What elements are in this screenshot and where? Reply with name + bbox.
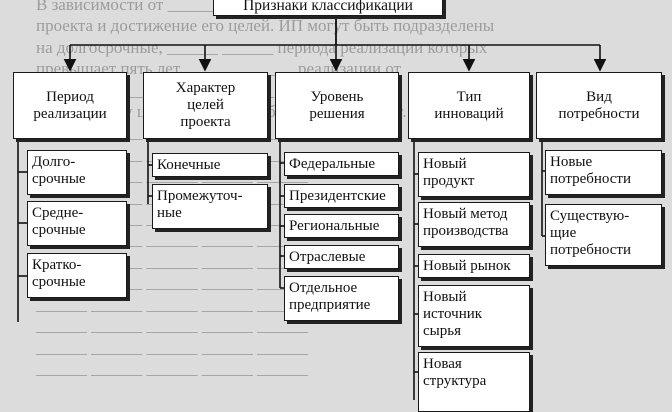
category-innovation: Тип инноваций	[408, 72, 530, 139]
level-industry-label: Отраслевые	[289, 249, 366, 265]
need-existing: Существую-щие потребности	[545, 204, 662, 266]
need-new: Новые потребности	[545, 150, 662, 195]
level-regional: Региональные	[284, 214, 399, 238]
level-enterprise: Отдельное предприятие	[284, 276, 399, 321]
level-presidential-label: Президентские	[289, 188, 386, 204]
innovation-new-method: Новый метод производства	[418, 202, 530, 247]
level-presidential: Президентские	[284, 184, 399, 208]
level-federal-label: Федеральные	[289, 156, 375, 172]
innovation-new-source: Новый источник сырья	[418, 285, 530, 347]
root-label: Признаки классификации	[243, 0, 413, 14]
category-innovation-label: Тип инноваций	[434, 88, 504, 122]
category-need-label: Вид потребности	[558, 88, 640, 122]
level-enterprise-label: Отдельное предприятие	[289, 280, 371, 313]
background-text-line: ______ ______ ______ ______ ______	[36, 294, 308, 314]
period-long-term: Долго-срочные	[27, 150, 127, 195]
period-mid-term-label: Средне-срочные	[32, 205, 86, 238]
category-need: Вид потребности	[536, 72, 662, 139]
period-short-term: Кратко-срочные	[27, 253, 127, 298]
goal-intermediate-label: Промежуточ-ные	[157, 188, 243, 221]
level-federal: Федеральные	[284, 152, 399, 176]
background-text-line: на долгосрочные, ______ ______ периода р…	[36, 37, 488, 57]
level-regional-label: Региональные	[289, 218, 380, 234]
category-goals-label: Характер целей проекта	[175, 80, 236, 130]
period-long-term-label: Долго-срочные	[32, 154, 86, 187]
root-box: Признаки классификации	[213, 0, 443, 16]
background-text-line: ______ ______ ______ ______ ______	[36, 358, 308, 378]
innovation-new-product: Новый продукт	[418, 152, 530, 197]
innovation-new-market: Новый рынок	[418, 254, 530, 278]
background-text-line: ______ ______ ______ ______ ______	[36, 316, 308, 336]
innovation-new-source-label: Новый источник сырья	[423, 289, 483, 339]
need-existing-label: Существую-щие потребности	[550, 208, 631, 258]
innovation-new-structure: Новая структура	[418, 352, 530, 412]
category-goals: Характер целей проекта	[143, 72, 268, 139]
goal-final: Конечные	[152, 153, 268, 177]
goal-final-label: Конечные	[157, 157, 221, 173]
category-level-label: Уровень решения	[309, 88, 365, 122]
period-mid-term: Средне-срочные	[27, 201, 127, 246]
period-short-term-label: Кратко-срочные	[32, 257, 86, 290]
level-industry: Отраслевые	[284, 245, 399, 269]
innovation-new-product-label: Новый продукт	[423, 156, 475, 189]
background-text-line: ______ ______ ______ ______ ______	[36, 337, 308, 357]
category-level: Уровень решения	[275, 72, 399, 139]
goal-intermediate: Промежуточ-ные	[152, 184, 268, 229]
category-period: Период реализации	[13, 72, 127, 139]
innovation-new-structure-label: Новая структура	[423, 356, 487, 389]
category-period-label: Период реализации	[33, 88, 107, 122]
background-text-line: проекта и достижение его целей. ИП могут…	[36, 16, 495, 36]
innovation-new-market-label: Новый рынок	[423, 258, 511, 274]
connector-lines	[17, 16, 607, 400]
need-new-label: Новые потребности	[550, 154, 631, 187]
innovation-new-method-label: Новый метод производства	[423, 206, 509, 239]
